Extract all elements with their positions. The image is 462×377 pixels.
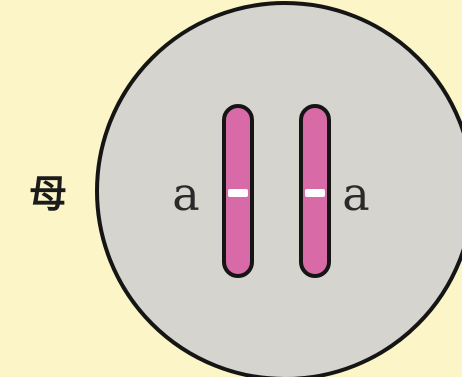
parent-label: 母 <box>29 172 67 216</box>
chromosome-left <box>224 106 252 276</box>
chromosome-left-centromere <box>228 189 248 197</box>
chromosome-right-centromere <box>305 189 325 197</box>
chromosome-right <box>301 106 329 276</box>
cell-circle <box>97 3 462 377</box>
gene-label-left: a <box>172 167 199 221</box>
gene-label-right: a <box>342 167 369 221</box>
